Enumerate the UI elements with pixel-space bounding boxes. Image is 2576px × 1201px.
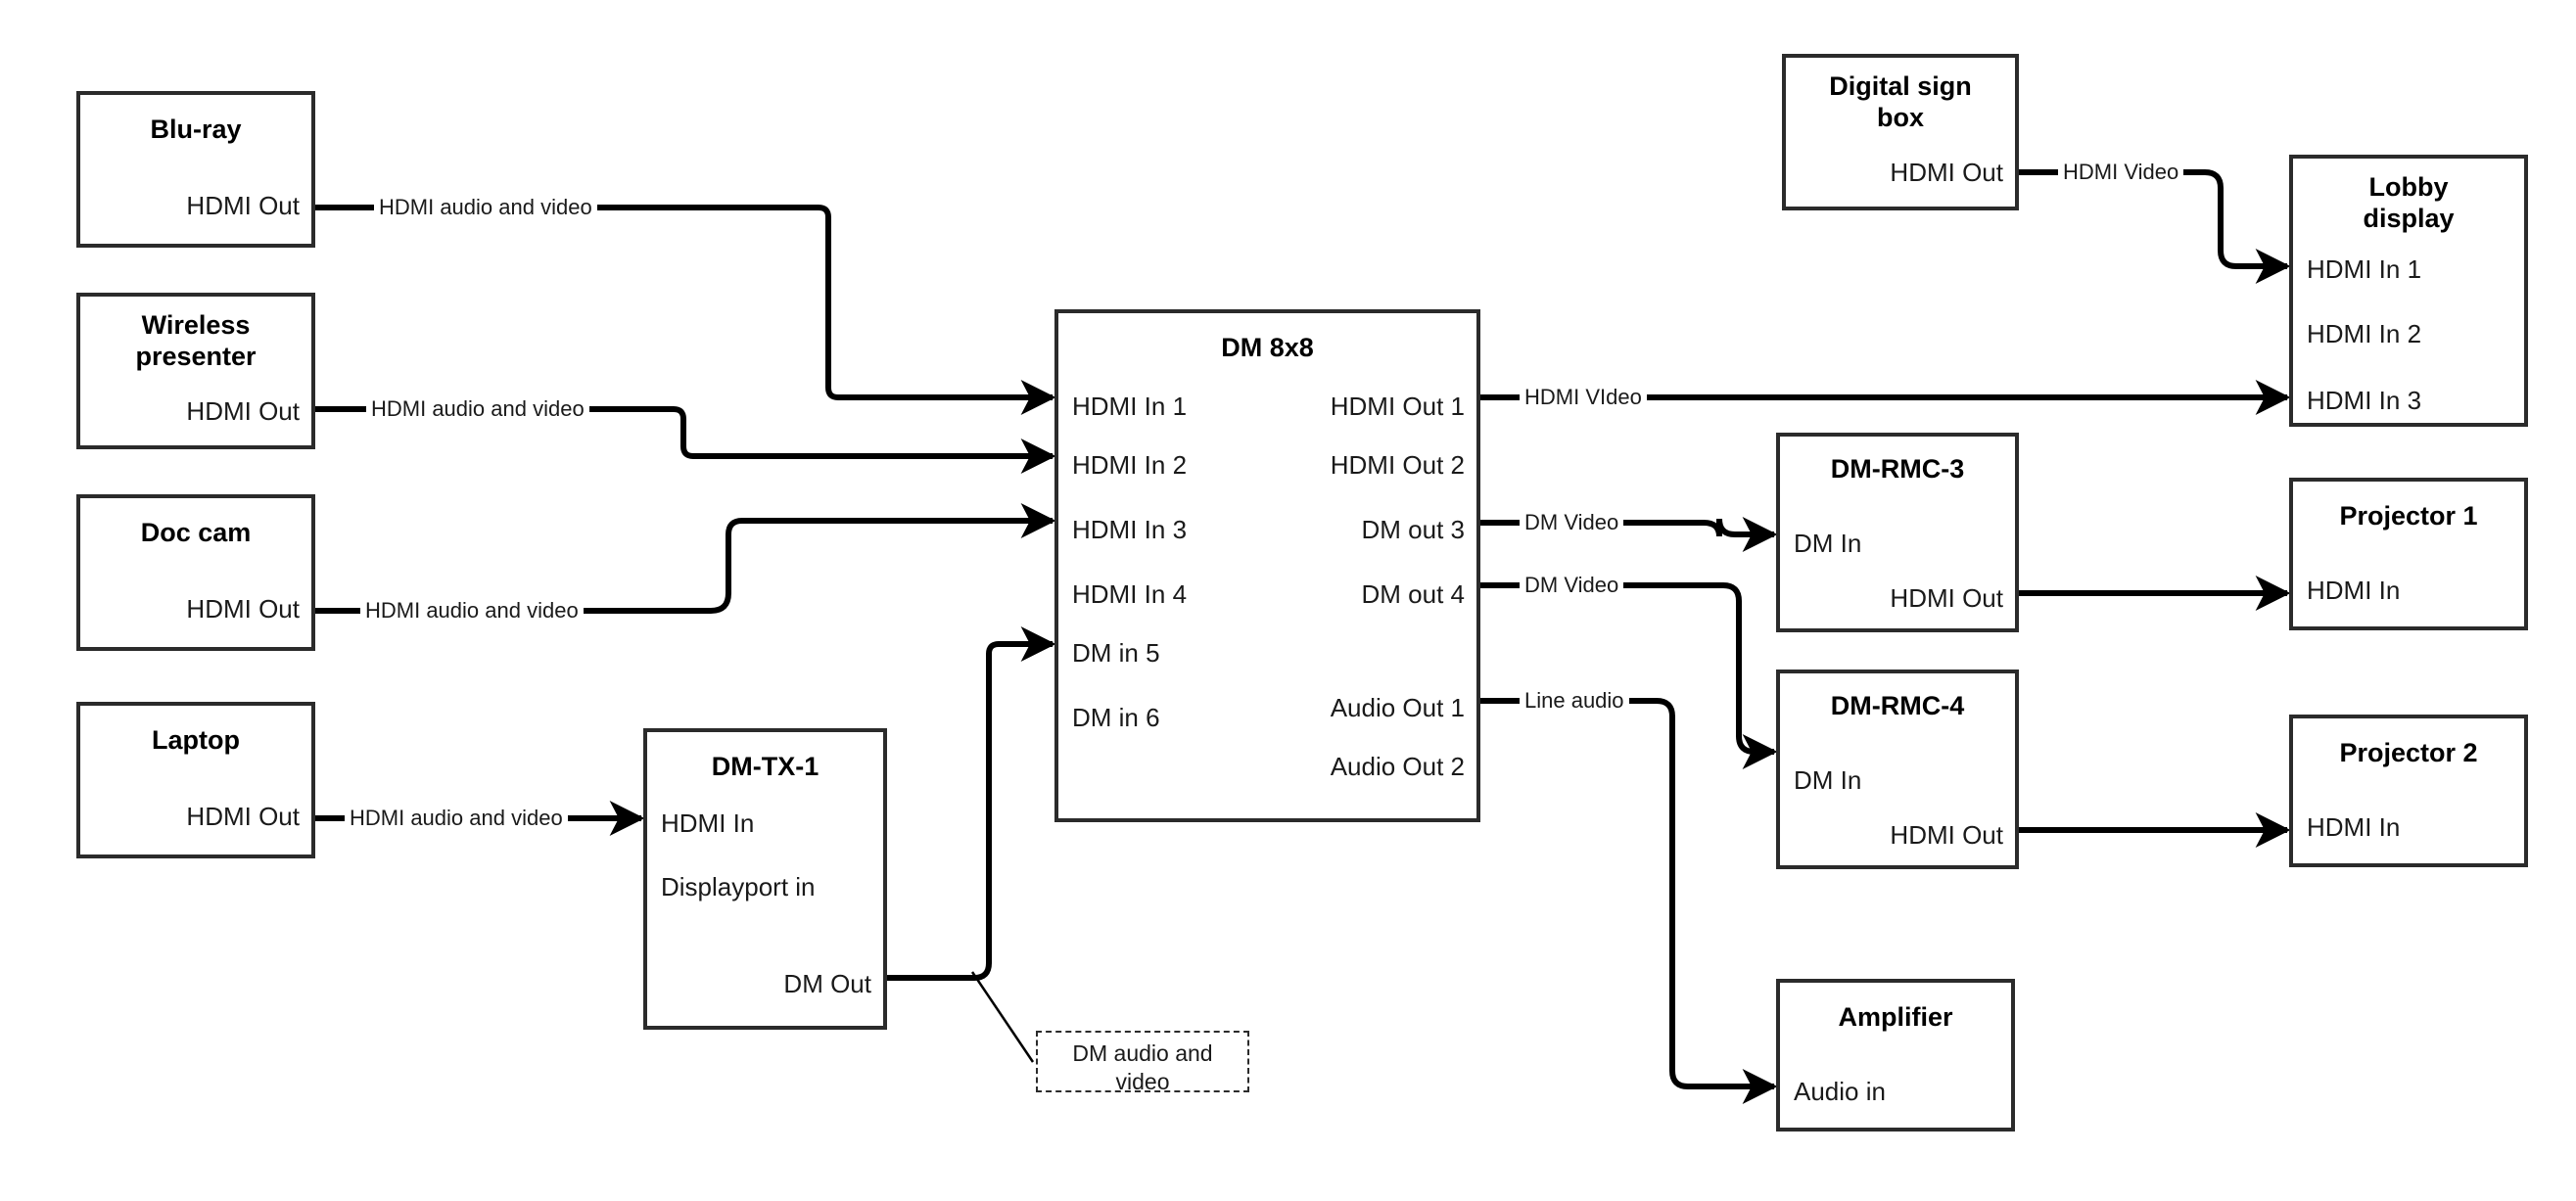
callout-line-1: DM audio and [1072, 1040, 1213, 1066]
wire-label-wireless-to-dm: HDMI audio and video [366, 398, 589, 420]
node-doc-cam[interactable]: Doc cam HDMI Out [76, 494, 315, 651]
node-projector-1[interactable]: Projector 1 HDMI In [2289, 478, 2528, 630]
node-dm-tx-1-port-hdmi-in: HDMI In [661, 808, 755, 838]
node-dm-8x8-input-1: HDMI In 1 [1072, 392, 1188, 421]
node-projector-2[interactable]: Projector 2 HDMI In [2289, 715, 2528, 867]
node-lobby-display-title-line2: display [2363, 204, 2455, 233]
node-dm-8x8-title: DM 8x8 [1221, 333, 1314, 362]
wire-label-doccam-to-dm: HDMI audio and video [360, 600, 584, 622]
node-lobby-display-input-3: HDMI In 3 [2307, 386, 2422, 415]
node-dm-rmc-3-title: DM-RMC-3 [1830, 454, 1965, 484]
node-lobby-display-title-line1: Lobby [2368, 172, 2449, 202]
node-bluray-port-hdmi-out: HDMI Out [186, 191, 300, 220]
wire-label-dm-dmout4: DM Video [1520, 575, 1624, 596]
node-dm-8x8-input-6: DM in 6 [1072, 703, 1160, 732]
node-digital-sign-box[interactable]: Digital sign box HDMI Out [1782, 54, 2019, 210]
wire-label-laptop-to-tx: HDMI audio and video [345, 808, 568, 829]
node-digital-sign-box-title-line2: box [1876, 103, 1924, 132]
wire-label-dm-audioout1: Line audio [1520, 690, 1629, 712]
node-dm-rmc-3-port-hdmi-out: HDMI Out [1890, 583, 2003, 613]
node-dm-8x8[interactable]: DM 8x8 HDMI In 1 HDMI In 2 HDMI In 3 HDM… [1054, 309, 1480, 822]
node-projector-2-title: Projector 2 [2339, 738, 2478, 767]
node-dm-8x8-input-5: DM in 5 [1072, 638, 1160, 668]
node-dm-rmc-4-port-hdmi-out: HDMI Out [1890, 820, 2003, 850]
callout-line-2: video [1115, 1068, 1170, 1094]
node-dm-rmc-4-title: DM-RMC-4 [1830, 691, 1965, 720]
node-projector-1-port-hdmi-in: HDMI In [2307, 576, 2401, 605]
node-dm-8x8-output-2: HDMI Out 2 [1330, 450, 1465, 480]
node-dm-8x8-output-6: Audio Out 2 [1330, 752, 1465, 781]
node-laptop[interactable]: Laptop HDMI Out [76, 702, 315, 858]
wire-label-dm-dmout3: DM Video [1520, 512, 1624, 533]
node-lobby-display[interactable]: Lobby display HDMI In 1 HDMI In 2 HDMI I… [2289, 155, 2528, 427]
node-wireless-presenter[interactable]: Wireless presenter HDMI Out [76, 293, 315, 449]
node-dm-8x8-output-1: HDMI Out 1 [1330, 392, 1465, 421]
node-dm-tx-1-title: DM-TX-1 [711, 752, 820, 781]
wire-dm-audioout1-to-amplifier [1480, 698, 1778, 1104]
node-digital-sign-box-title-line1: Digital sign [1829, 71, 1972, 101]
node-dm-rmc-3[interactable]: DM-RMC-3 DM In HDMI Out [1776, 433, 2019, 632]
node-dm-8x8-input-2: HDMI In 2 [1072, 450, 1188, 480]
node-dm-tx-1[interactable]: DM-TX-1 HDMI In Displayport in DM Out [643, 728, 887, 1030]
node-amplifier-title: Amplifier [1838, 1002, 1953, 1032]
node-dm-8x8-input-3: HDMI In 3 [1072, 515, 1188, 544]
node-dm-rmc-3-port-dm-in: DM In [1794, 529, 1862, 558]
node-dm-tx-1-port-displayport-in: Displayport in [661, 872, 816, 901]
callout-dm-audio-and-video: DM audio and video [1036, 1031, 1249, 1094]
node-dm-tx-1-port-dm-out: DM Out [783, 969, 871, 998]
wire-label-sign-to-lobby: HDMI Video [2058, 162, 2184, 183]
node-dm-rmc-4[interactable]: DM-RMC-4 DM In HDMI Out [1776, 670, 2019, 869]
node-laptop-port-hdmi-out: HDMI Out [186, 802, 300, 831]
node-lobby-display-input-2: HDMI In 2 [2307, 319, 2422, 348]
node-doc-cam-title: Doc cam [140, 518, 252, 547]
node-digital-sign-box-port-hdmi-out: HDMI Out [1890, 158, 2003, 187]
node-wireless-presenter-port-hdmi-out: HDMI Out [186, 396, 300, 426]
node-wireless-presenter-title-line2: presenter [135, 342, 257, 371]
node-dm-rmc-4-port-dm-in: DM In [1794, 765, 1862, 795]
wire-bluray-to-dm-in1 [315, 205, 1056, 415]
wire-tx-to-dm-in5 [887, 626, 1056, 981]
callout-leader-line [970, 971, 1035, 1063]
wire-sign-to-lobby-in1 [2019, 169, 2291, 284]
node-amplifier-port-audio-in: Audio in [1794, 1077, 1886, 1106]
node-doc-cam-port-hdmi-out: HDMI Out [186, 594, 300, 624]
node-dm-8x8-output-5: Audio Out 1 [1330, 693, 1465, 722]
node-bluray-title: Blu-ray [150, 115, 242, 144]
node-projector-1-title: Projector 1 [2339, 501, 2478, 531]
wire-label-bluray-to-dm: HDMI audio and video [374, 197, 597, 218]
wire-dm-out4-to-rmc4 [1480, 582, 1778, 769]
node-lobby-display-input-1: HDMI In 1 [2307, 254, 2422, 284]
node-wireless-presenter-title-line1: Wireless [141, 310, 251, 340]
wire-label-dm-hdmiout1: HDMI VIdeo [1520, 387, 1647, 408]
node-dm-8x8-output-3: DM out 3 [1361, 515, 1466, 544]
node-amplifier[interactable]: Amplifier Audio in [1776, 979, 2015, 1132]
node-dm-8x8-input-4: HDMI In 4 [1072, 579, 1188, 609]
node-dm-8x8-output-4: DM out 4 [1361, 579, 1466, 609]
node-bluray[interactable]: Blu-ray HDMI Out [76, 91, 315, 248]
node-laptop-title: Laptop [152, 725, 240, 755]
node-projector-2-port-hdmi-in: HDMI In [2307, 812, 2401, 842]
